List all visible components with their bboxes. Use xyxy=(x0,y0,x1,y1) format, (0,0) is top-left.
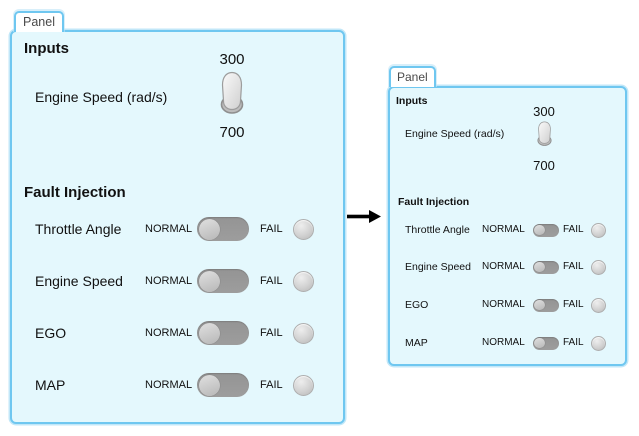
fault-row-label: MAP xyxy=(405,337,428,349)
normal-label: NORMAL xyxy=(145,379,193,391)
fail-label: FAIL xyxy=(260,275,283,287)
panel-tab[interactable]: Panel xyxy=(14,11,64,32)
switch-knob xyxy=(534,299,545,310)
inputs-heading: Inputs xyxy=(396,95,428,107)
normal-label: NORMAL xyxy=(482,261,525,272)
normal-label: NORMAL xyxy=(482,337,525,348)
ego-fault-lamp xyxy=(591,297,606,313)
map-fault-switch[interactable] xyxy=(533,336,559,350)
fault-row-throttle-angle: Throttle Angle NORMAL FAIL xyxy=(390,222,625,238)
fail-label: FAIL xyxy=(563,299,584,310)
fault-injection-heading: Fault Injection xyxy=(24,184,126,201)
panel-body: Inputs 300 Engine Speed (rad/s) 700 Fau xyxy=(388,86,627,366)
map-fault-lamp xyxy=(293,374,314,396)
fault-row-label: EGO xyxy=(35,325,67,341)
switch-knob xyxy=(199,322,220,344)
right-arrow-icon xyxy=(347,210,381,223)
fail-label: FAIL xyxy=(563,337,584,348)
ego-fault-switch[interactable] xyxy=(533,298,559,312)
throttle-angle-fault-lamp xyxy=(293,218,314,240)
normal-label: NORMAL xyxy=(482,299,525,310)
panel-left: Panel Inputs 300 Engine Speed (rad/s) xyxy=(10,11,345,424)
switch-knob xyxy=(199,270,220,292)
panel-right: Panel Inputs 300 Engine Speed (rad/s) xyxy=(388,66,627,366)
fault-row-label: MAP xyxy=(35,377,66,393)
fault-row-engine-speed: Engine Speed NORMAL FAIL xyxy=(12,268,343,294)
engine-speed-fault-switch[interactable] xyxy=(197,269,249,293)
engine-speed-rocker-switch[interactable] xyxy=(537,121,552,146)
normal-label: NORMAL xyxy=(482,224,525,235)
fault-row-label: Engine Speed xyxy=(405,261,471,273)
fail-label: FAIL xyxy=(563,261,584,272)
engine-speed-label: Engine Speed (rad/s) xyxy=(405,128,505,140)
switch-knob xyxy=(534,224,545,235)
fault-row-ego: EGO NORMAL FAIL xyxy=(12,320,343,346)
engine-speed-rocker-switch[interactable] xyxy=(220,71,244,114)
fault-row-engine-speed: Engine Speed NORMAL FAIL xyxy=(390,259,625,275)
fail-label: FAIL xyxy=(260,223,283,235)
fail-label: FAIL xyxy=(260,327,283,339)
ego-fault-lamp xyxy=(293,322,314,344)
engine-speed-lower-value: 700 xyxy=(533,158,555,173)
engine-speed-upper-value: 300 xyxy=(219,51,245,68)
throttle-angle-fault-lamp xyxy=(591,222,606,238)
fault-row-label: Engine Speed xyxy=(35,273,123,289)
fault-row-label: Throttle Angle xyxy=(35,221,122,237)
fault-row-ego: EGO NORMAL FAIL xyxy=(390,297,625,313)
switch-knob xyxy=(534,337,545,348)
fault-row-map: MAP NORMAL FAIL xyxy=(12,372,343,398)
engine-speed-lower-value: 700 xyxy=(219,124,245,141)
engine-speed-label: Engine Speed (rad/s) xyxy=(35,89,168,105)
throttle-angle-fault-switch[interactable] xyxy=(197,217,249,241)
normal-label: NORMAL xyxy=(145,327,193,339)
switch-knob xyxy=(199,374,220,396)
fault-injection-heading: Fault Injection xyxy=(398,196,470,208)
engine-speed-fault-switch[interactable] xyxy=(533,260,559,274)
switch-knob xyxy=(534,261,545,272)
engine-speed-upper-value: 300 xyxy=(533,104,555,119)
fault-row-label: Throttle Angle xyxy=(405,224,470,236)
switch-knob xyxy=(199,218,220,240)
fail-label: FAIL xyxy=(563,224,584,235)
fault-row-throttle-angle: Throttle Angle NORMAL FAIL xyxy=(12,216,343,242)
inputs-heading: Inputs xyxy=(24,40,69,57)
normal-label: NORMAL xyxy=(145,223,193,235)
engine-speed-fault-lamp xyxy=(591,259,606,275)
map-fault-switch[interactable] xyxy=(197,373,249,397)
map-fault-lamp xyxy=(591,335,606,351)
fault-row-map: MAP NORMAL FAIL xyxy=(390,335,625,351)
normal-label: NORMAL xyxy=(145,275,193,287)
throttle-angle-fault-switch[interactable] xyxy=(533,223,559,237)
panel-body: Inputs 300 Engine Speed (rad/s) 700 Fau xyxy=(10,30,345,424)
engine-speed-fault-lamp xyxy=(293,270,314,292)
fault-row-label: EGO xyxy=(405,299,429,311)
panel-tab[interactable]: Panel xyxy=(389,66,436,87)
fail-label: FAIL xyxy=(260,379,283,391)
ego-fault-switch[interactable] xyxy=(197,321,249,345)
